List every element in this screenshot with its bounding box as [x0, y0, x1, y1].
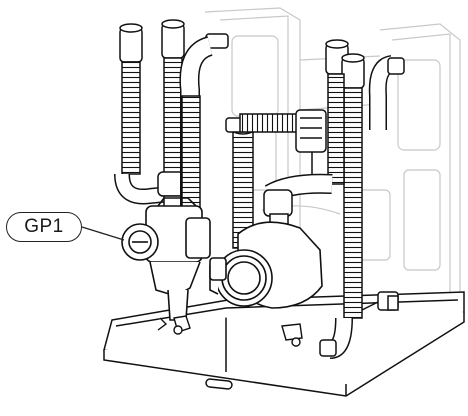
gp1-pump: [121, 197, 227, 321]
gp1-leader-line: [81, 226, 125, 241]
right-hoses: [319, 39, 405, 359]
drain-valves: [157, 315, 303, 347]
gp1-callout-label: GP1: [6, 212, 82, 242]
middle-hose: [225, 109, 327, 249]
base-plate: [103, 291, 465, 397]
lower-right-fitting: [361, 291, 399, 311]
